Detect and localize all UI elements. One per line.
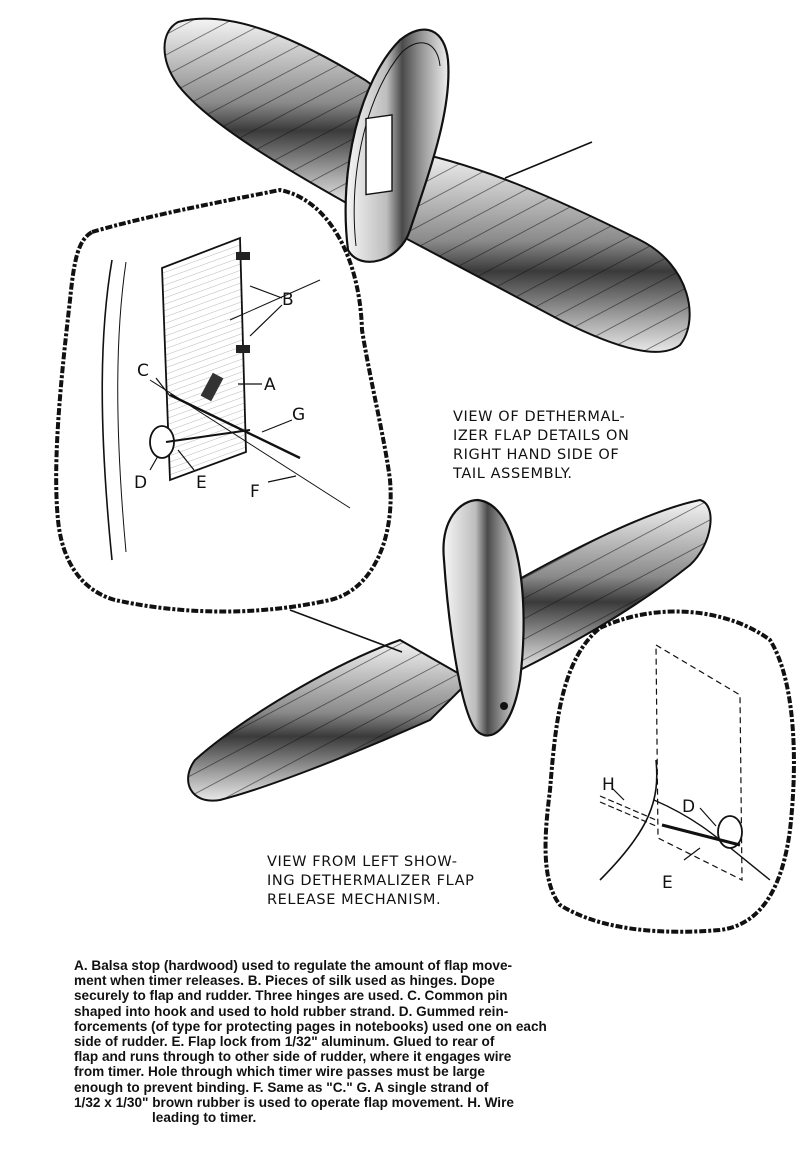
flap-panel bbox=[161, 236, 247, 482]
top-caption: VIEW OF DETHERMAL- IZER FLAP DETAILS ON … bbox=[453, 408, 629, 484]
rubber-strand bbox=[169, 393, 301, 460]
legend-line: forcements (of type for protecting pages… bbox=[74, 1018, 547, 1034]
callout-a: A bbox=[264, 375, 276, 395]
flap-detail-bubble: B A C G D E F bbox=[54, 187, 393, 614]
rudder-fin-bottom bbox=[442, 498, 525, 737]
timer-wire-bottom bbox=[289, 609, 403, 653]
timer-wire-detail bbox=[149, 379, 351, 509]
callout-h: H bbox=[602, 775, 615, 795]
callout-f: F bbox=[250, 482, 260, 502]
callout-b: B bbox=[282, 290, 294, 310]
caption-line: TAIL ASSEMBLY. bbox=[453, 466, 573, 482]
legend-line: enough to prevent binding. F. Same as "C… bbox=[74, 1079, 489, 1095]
dethermalizer-flap bbox=[365, 114, 393, 196]
callout-e2: E bbox=[662, 873, 673, 893]
caption-line: RIGHT HAND SIDE OF bbox=[453, 447, 620, 463]
callout-d2: D bbox=[682, 797, 695, 817]
caption-line: ING DETHERMALIZER FLAP bbox=[267, 873, 475, 889]
top-tail-assembly bbox=[163, 17, 691, 353]
stabilizer-left-half-bottom bbox=[187, 638, 472, 802]
caption-line: VIEW FROM LEFT SHOW- bbox=[267, 854, 458, 870]
legend-text: A. Balsa stop (hardwood) used to regulat… bbox=[74, 958, 764, 1125]
legend-line: shaped into hook and used to hold rubber… bbox=[74, 1003, 509, 1019]
silk-hinges bbox=[236, 252, 250, 353]
rudder-fin bbox=[344, 28, 450, 263]
bottom-tail-assembly bbox=[187, 498, 712, 802]
legend-line: A. Balsa stop (hardwood) used to regulat… bbox=[74, 958, 513, 973]
legend-line: leading to timer. bbox=[152, 1110, 257, 1126]
legend-line: side of rudder. E. Flap lock from 1/32" … bbox=[74, 1034, 495, 1050]
callout-e: E bbox=[196, 473, 207, 493]
callout-c: C bbox=[137, 361, 149, 381]
timer-wire bbox=[504, 141, 593, 179]
legend-line: securely to flap and rudder. Three hinge… bbox=[74, 988, 508, 1004]
stabilizer-right-half-bottom bbox=[498, 498, 712, 672]
legend-line: from timer. Hole through which timer wir… bbox=[74, 1064, 485, 1080]
stabilizer-right-half bbox=[388, 148, 691, 353]
legend-line: flap and runs through to other side of r… bbox=[74, 1049, 512, 1065]
tail-assembly-illustration: B A C G D E F H D bbox=[54, 17, 796, 934]
bottom-caption: VIEW FROM LEFT SHOW- ING DETHERMALIZER F… bbox=[267, 853, 474, 910]
callout-g: G bbox=[292, 405, 305, 425]
caption-line: IZER FLAP DETAILS ON bbox=[453, 428, 630, 444]
legend-line: ment when timer releases. B. Pieces of s… bbox=[74, 973, 495, 989]
balsa-stop bbox=[200, 372, 224, 402]
caption-line: VIEW OF DETHERMAL- bbox=[453, 409, 626, 425]
reinforcement-ring bbox=[149, 425, 175, 459]
flap-lock bbox=[165, 429, 251, 443]
release-detail-bubble: H D E bbox=[543, 609, 796, 934]
caption-line: RELEASE MECHANISM. bbox=[267, 892, 442, 908]
callout-d: D bbox=[134, 473, 147, 493]
legend-line: 1/32 x 1/30" brown rubber is used to ope… bbox=[74, 1094, 514, 1110]
